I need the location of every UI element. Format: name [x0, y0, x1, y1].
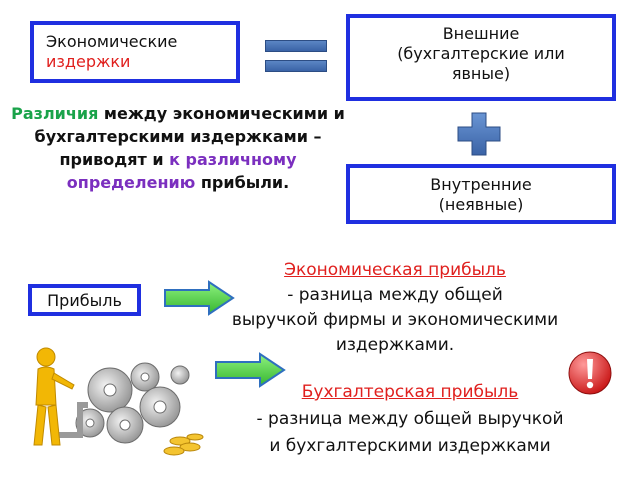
external-costs-line2: (бухгалтерские или [397, 44, 565, 63]
economic-costs-box: Экономические издержки [30, 21, 240, 83]
differences-end: прибыли. [195, 173, 290, 192]
economic-profit-definition: Экономическая прибыль - разница между об… [175, 258, 615, 358]
differences-highlight: к различному определению [66, 150, 297, 192]
right-arrow-icon [215, 352, 286, 388]
equals-bar-top [265, 40, 327, 52]
worker-with-gears-icon [33, 347, 204, 456]
external-costs-box: Внешние (бухгалтерские или явные) [346, 14, 616, 101]
accounting-profit-line2: и бухгалтерскими издержками [269, 436, 551, 456]
plus-icon [457, 112, 501, 156]
accounting-profit-line1: - разница между общей выручкой [256, 409, 564, 429]
profit-label: Прибыль [47, 291, 122, 310]
economic-profit-line1: - разница между общей [287, 285, 503, 305]
economic-costs-line1: Экономические [46, 32, 178, 51]
external-costs-line3: явные) [451, 64, 511, 83]
internal-costs-line2: (неявные) [438, 195, 524, 214]
differences-text: Различия между экономическими и бухгалте… [8, 102, 348, 194]
equals-bar-bottom [265, 60, 327, 72]
profit-box: Прибыль [28, 284, 141, 316]
economic-costs-line2: издержки [46, 52, 131, 71]
economic-profit-title: Экономическая прибыль [284, 260, 506, 280]
economic-profit-line2: выручкой фирмы и экономическими [231, 310, 559, 330]
differences-middle: между экономическими и бухгалтерскими из… [34, 104, 345, 169]
internal-costs-line1: Внутренние [430, 175, 532, 194]
accounting-profit-definition: Бухгалтерская прибыль - разница между об… [200, 379, 620, 460]
differences-word: Различия [11, 104, 99, 123]
external-costs-line1: Внешние [442, 24, 520, 43]
accounting-profit-title: Бухгалтерская прибыль [301, 382, 519, 402]
internal-costs-box: Внутренние (неявные) [346, 164, 616, 224]
exclamation-icon [568, 351, 612, 395]
economic-profit-line3: издержками. [335, 335, 455, 355]
right-arrow-icon [164, 280, 235, 316]
